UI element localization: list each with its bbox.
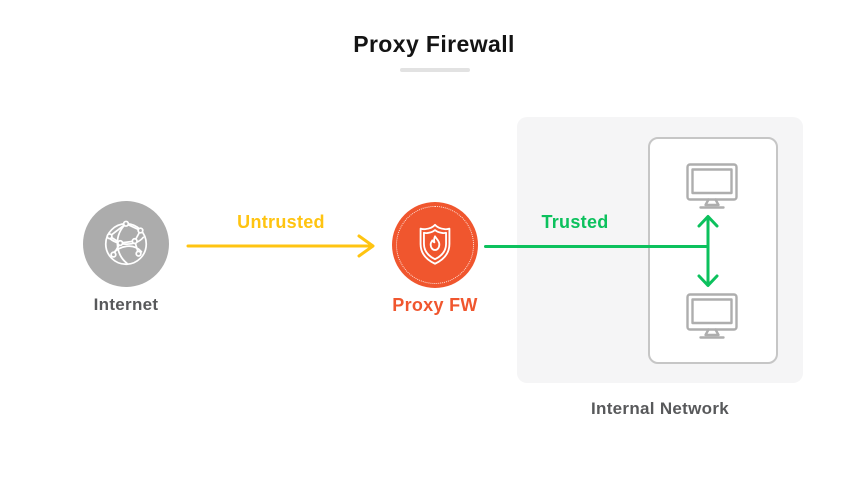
monitor-icon — [684, 291, 740, 341]
internal-network-label: Internal Network — [591, 399, 729, 418]
globe-network-icon — [99, 217, 153, 271]
internal-network-inner-box — [648, 137, 778, 364]
proxy-fw-label: Proxy FW — [392, 295, 478, 315]
internet-node — [83, 201, 169, 287]
trusted-line — [484, 245, 709, 248]
proxy-fw-node — [392, 202, 478, 288]
title-underline — [400, 68, 470, 72]
shield-flame-icon — [410, 220, 460, 270]
trusted-label: Trusted — [541, 212, 609, 232]
monitor-icon — [684, 161, 740, 211]
trusted-double-arrow-icon — [694, 212, 722, 290]
page-title: Proxy Firewall — [353, 31, 515, 57]
untrusted-arrow-icon — [186, 233, 380, 259]
untrusted-label: Untrusted — [237, 212, 325, 232]
internet-label: Internet — [93, 295, 159, 314]
